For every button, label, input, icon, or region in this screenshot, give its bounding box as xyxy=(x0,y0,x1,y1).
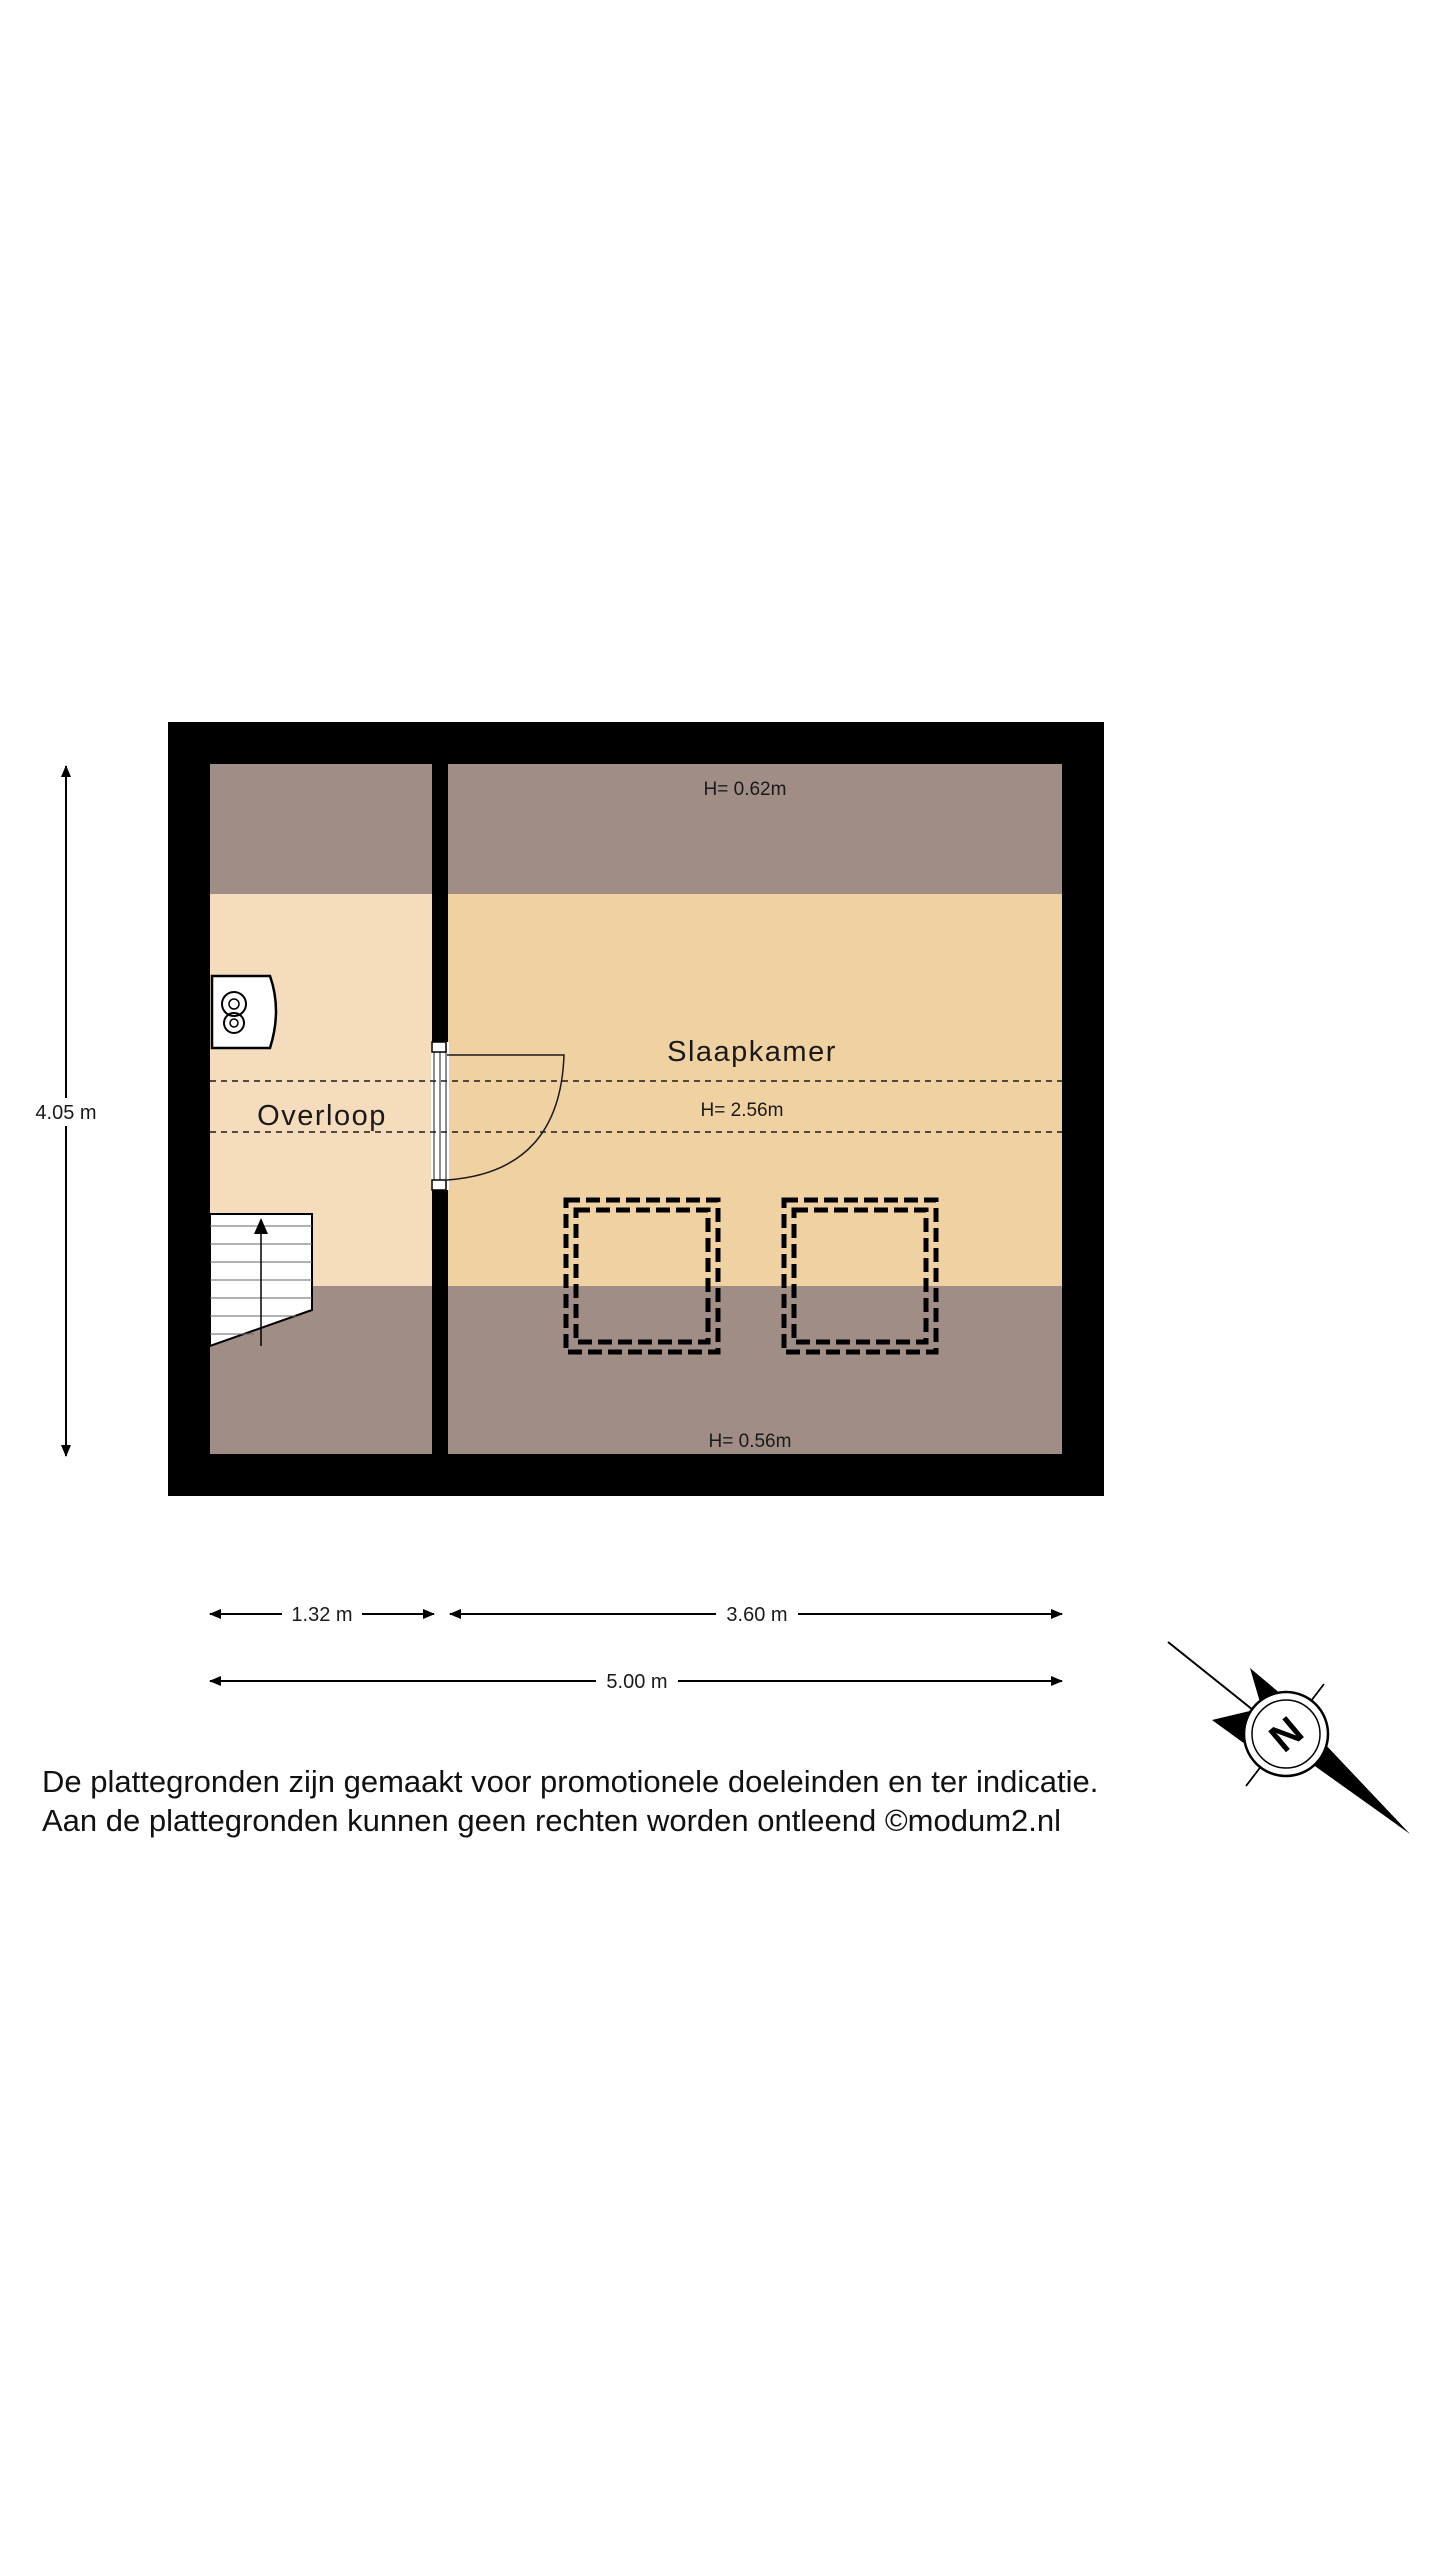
height-label-middle: H= 2.56m xyxy=(701,1100,784,1121)
disclaimer: De plattegronden zijn gemaakt voor promo… xyxy=(42,1762,1292,1840)
boiler-icon xyxy=(210,974,278,1050)
landing-low-ceiling-top xyxy=(210,764,432,894)
height-label-top: H= 0.62m xyxy=(704,779,787,800)
skylight-left xyxy=(563,1197,721,1355)
compass-north-icon: N xyxy=(1167,1641,1410,1834)
dimension-label-height: 4.05 m xyxy=(35,1102,96,1124)
skylight-right xyxy=(781,1197,939,1355)
bedroom-low-ceiling-top xyxy=(448,764,1062,894)
disclaimer-line-1: De plattegronden zijn gemaakt voor promo… xyxy=(42,1764,1099,1799)
room-label-bedroom: Slaapkamer xyxy=(667,1036,837,1068)
bedroom-floor xyxy=(448,894,1062,1286)
dimension-label-total-width: 5.00 m xyxy=(606,1671,667,1693)
staircase xyxy=(209,1213,313,1348)
dimension-label-bedroom-width: 3.60 m xyxy=(726,1604,787,1626)
bedroom-low-ceiling-bottom xyxy=(448,1286,1062,1454)
door xyxy=(431,1041,565,1191)
height-label-bottom: H= 0.56m xyxy=(709,1431,792,1452)
dimension-label-landing-width: 1.32 m xyxy=(291,1604,352,1626)
disclaimer-line-2: Aan de plattegronden kunnen geen rechten… xyxy=(42,1803,1062,1838)
room-label-landing: Overloop xyxy=(257,1100,387,1132)
stair-direction-arrow-icon xyxy=(254,1218,268,1234)
